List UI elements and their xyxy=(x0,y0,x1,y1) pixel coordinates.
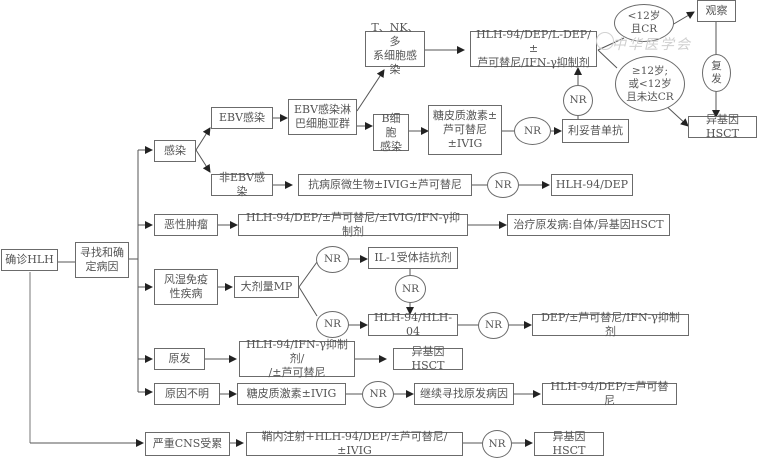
node-gluco-rux-ivig: 糖皮质激素± 芦可替尼 ±IVIG xyxy=(428,105,502,155)
node-malignancy: 恶性肿瘤 xyxy=(154,214,218,236)
ellipse-nr-rituximab: NR xyxy=(563,85,593,116)
ellipse-nr-mp-lower: NR xyxy=(316,311,349,338)
node-severe-cns: 严重CNS受累 xyxy=(145,432,230,456)
node-observe: 观察 xyxy=(697,0,736,22)
node-non-ebv-infection: 非EBV感染 xyxy=(211,171,273,198)
node-primary-treatment: HLH-94/IFN-γ抑制剂/ /±芦可替尼 xyxy=(239,338,355,379)
node-rheumatic-disease: 风湿免疫 性疾病 xyxy=(154,269,218,305)
ellipse-nr-b-cell: NR xyxy=(514,117,551,145)
node-ebv-lymph-subset: EBV感染淋 巴细胞亚群 xyxy=(288,99,357,135)
node-antimicrobial: 抗病原微生物±IVIG±芦可替尼 xyxy=(298,174,472,196)
node-allo-hsct-primary: 异基因HSCT xyxy=(393,345,463,372)
node-tnk-infection: T、NK、多 系细胞感染 xyxy=(365,21,425,76)
ellipse-ge12-or-no-cr: ≥12岁; 或<12岁 且未达CR xyxy=(615,56,685,112)
node-dep-rux-ifn: DEP/±芦可替尼/IFN-γ抑制剂 xyxy=(532,311,689,338)
node-allo-hsct-cns: 异基因HSCT xyxy=(534,430,604,457)
node-treat-primary-disease: 治疗原发病:自体/异基因HSCT xyxy=(507,214,670,236)
node-gluco-ivig: 糖皮质激素±IVIG xyxy=(237,383,346,405)
node-confirm-hlh: 确诊HLH xyxy=(1,249,58,271)
ellipse-nr-cns: NR xyxy=(482,430,512,458)
ellipse-lt12-cr: <12岁 且CR xyxy=(614,4,674,42)
node-hlh94-ldep: HLH-94/DEP/L-DEP/± 芦可替尼/IFN-γ抑制剂 xyxy=(470,28,597,69)
node-hlh94-hlh04: HLH-94/HLH-04 xyxy=(368,311,458,338)
ellipse-nr-mp-upper: NR xyxy=(316,246,349,273)
node-b-cell-infection: B细胞 感染 xyxy=(373,112,409,153)
node-ebv-infection: EBV感染 xyxy=(211,107,273,129)
watermark-text: 中华医学会 xyxy=(612,37,692,53)
ellipse-relapse: 复 发 xyxy=(702,54,731,92)
ellipse-nr-hlh04: NR xyxy=(478,312,509,339)
node-rituximab: 利妥昔单抗 xyxy=(562,119,629,143)
node-il1-antagonist: IL-1受体拮抗剂 xyxy=(368,247,458,269)
node-continue-search: 继续寻找原发病因 xyxy=(414,383,514,405)
watermark-logo-icon xyxy=(596,32,614,50)
node-hlh94-dep: HLH-94/DEP xyxy=(551,174,633,196)
node-intrathecal: 鞘内注射+HLH-94/DEP/±芦可替尼/±IVIG xyxy=(246,430,463,457)
ellipse-nr-il1: NR xyxy=(395,275,426,303)
ellipse-nr-unknown: NR xyxy=(362,381,394,408)
node-high-dose-mp: 大剂量MP xyxy=(234,276,299,298)
node-unknown-cause: 原因不明 xyxy=(154,383,220,405)
node-allo-hsct-top: 异基因HSCT xyxy=(688,113,757,140)
node-find-cause: 寻找和确 定病因 xyxy=(75,242,129,278)
node-hlh94-dep-rux: HLH-94/DEP/±芦可替尼 xyxy=(542,380,677,407)
node-infection: 感染 xyxy=(154,140,196,162)
node-primary: 原发 xyxy=(154,348,205,370)
node-malignancy-treatment: HLH-94/DEP/±芦可替尼/±IVIG/IFN-γ抑制剂 xyxy=(238,211,468,238)
ellipse-nr-non-ebv: NR xyxy=(487,172,519,198)
